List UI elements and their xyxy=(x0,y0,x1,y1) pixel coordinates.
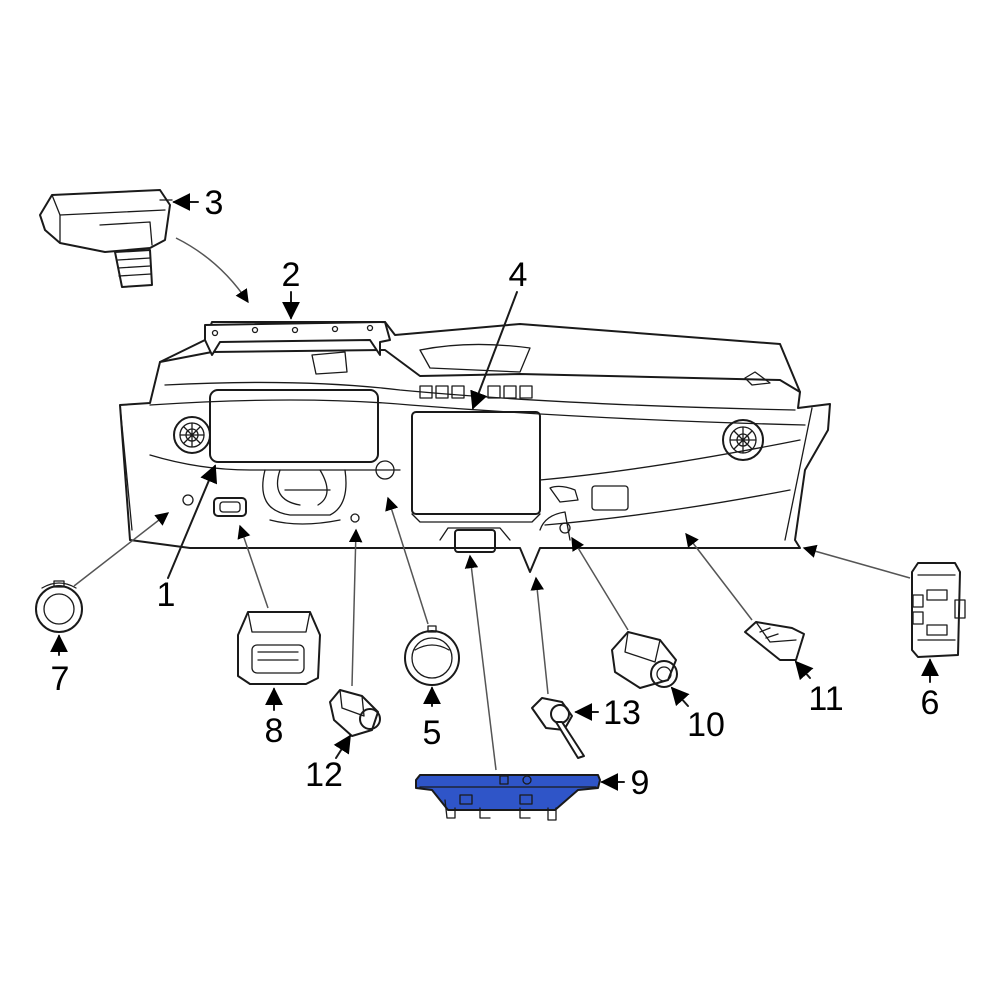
part-7-round-part xyxy=(35,580,83,633)
part-2-bracket xyxy=(204,321,391,356)
left-air-vent xyxy=(173,416,211,454)
arrow-1 xyxy=(167,464,218,579)
leader-arrows xyxy=(50,193,939,791)
callout-6: 6 xyxy=(921,684,940,722)
arrow-11 xyxy=(794,660,814,681)
part-5-knob xyxy=(404,625,460,686)
defroster-vents xyxy=(419,385,533,399)
callout-4: 4 xyxy=(509,256,528,294)
callout-2: 2 xyxy=(282,256,301,294)
instrument-cluster-display xyxy=(209,389,379,463)
part-9-panel xyxy=(415,774,601,821)
arrow-10 xyxy=(670,686,690,707)
center-display xyxy=(411,411,541,515)
callout-3: 3 xyxy=(205,184,224,222)
part-10-switch xyxy=(611,631,678,689)
callout-11: 11 xyxy=(808,680,843,718)
callout-8: 8 xyxy=(265,712,284,750)
arrow-4 xyxy=(470,291,518,410)
callout-12: 12 xyxy=(305,756,343,794)
arrow-12 xyxy=(333,734,351,759)
part-13-lever xyxy=(531,697,585,759)
part-12-connector xyxy=(329,689,381,737)
callout-13: 13 xyxy=(603,694,641,732)
callout-9: 9 xyxy=(631,764,650,802)
pointer-10 xyxy=(571,536,629,631)
dashboard-assembly xyxy=(119,321,831,573)
right-air-vent xyxy=(722,419,764,461)
part-8-housing xyxy=(237,611,321,685)
dash-top-edge xyxy=(159,349,801,393)
steering-column xyxy=(262,469,347,525)
pointer-3-to-dash xyxy=(175,237,249,304)
callout-labels: 1 2 3 4 5 6 7 8 9 10 11 12 13 xyxy=(51,184,940,802)
pointer-12 xyxy=(348,528,363,687)
pointer-5 xyxy=(385,496,429,625)
callout-10: 10 xyxy=(687,706,725,744)
callout-1: 1 xyxy=(157,576,176,614)
pointer-13 xyxy=(530,576,549,695)
pointer-7 xyxy=(73,512,170,587)
pointer-6 xyxy=(802,544,911,579)
callout-7: 7 xyxy=(51,660,70,698)
part-6-module xyxy=(911,562,966,658)
part-11-clip xyxy=(744,621,805,661)
callout-5: 5 xyxy=(423,714,442,752)
pointer-9 xyxy=(464,554,497,771)
pointer-8 xyxy=(237,524,269,609)
part-3-module xyxy=(39,189,173,288)
pointer-11 xyxy=(685,532,753,621)
